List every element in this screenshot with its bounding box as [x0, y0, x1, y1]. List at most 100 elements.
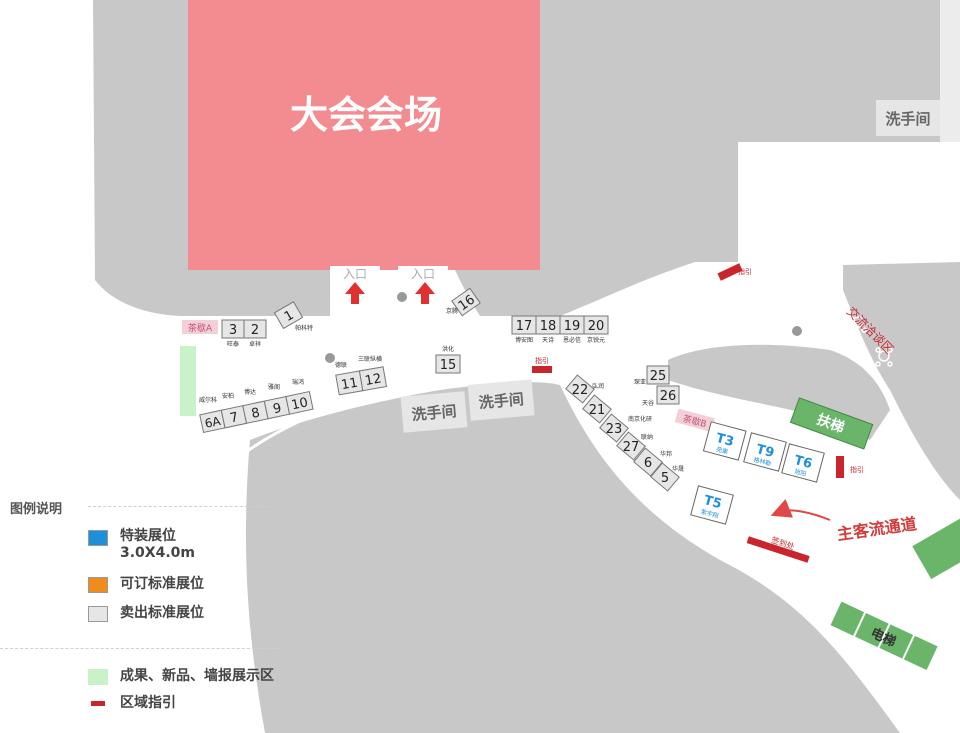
booth-t3[interactable] [702, 421, 747, 461]
booth-5-id: 5 [661, 471, 669, 486]
booth-t6[interactable] [781, 443, 825, 483]
main-flow-arrow [770, 499, 831, 521]
legend-available-label: 可订标准展位 [120, 576, 204, 592]
booth-23-id: 23 [606, 422, 623, 437]
booth-18-name: 天诗 [542, 336, 554, 344]
booth-group-top-left: 3 旺泰 2 卓祥 1 帕科特 [221, 301, 313, 348]
booth-12[interactable] [358, 366, 388, 392]
legend-guide: 区域指引 [88, 695, 176, 712]
booth-7-id: 7 [229, 410, 240, 426]
booth-12-id: 12 [364, 371, 383, 389]
legend-sold-swatch [88, 605, 108, 622]
booth-row-right-diagonal: 22 21 23 27 6 5 [565, 374, 680, 492]
booth-23[interactable] [599, 413, 629, 443]
legend-divider-top [88, 506, 268, 507]
pillar-2 [325, 353, 335, 363]
booth-2-id: 2 [251, 323, 259, 338]
booth-6[interactable] [633, 447, 663, 477]
booth-3-id: 3 [229, 323, 237, 338]
booth-3-name: 旺泰 [227, 340, 239, 348]
booth-t5-id: T5 [702, 493, 723, 512]
legend-available: 可订标准展位 [88, 576, 204, 593]
entrance-left[interactable] [330, 266, 380, 280]
booth-9-name: 雅阁 [268, 383, 280, 391]
booth-10[interactable] [285, 390, 314, 415]
legend-available-swatch [88, 576, 108, 593]
booth-23-name: 南京化研 [628, 415, 652, 423]
booth-26-id: 26 [660, 389, 677, 404]
main-hall[interactable] [188, 0, 540, 270]
tea-area-a-label: 茶歇A [188, 322, 213, 334]
walkway-curve [234, 371, 561, 462]
restroom-center-a[interactable] [400, 391, 468, 433]
booth-t3-id: T3 [714, 431, 735, 450]
booth-16[interactable] [451, 287, 481, 317]
booth-27-name: 联纳 [641, 433, 653, 441]
booth-22-id: 22 [572, 383, 589, 398]
booth-16-name: 京腾 [446, 307, 458, 315]
escalator[interactable] [789, 397, 874, 450]
legend-divider-bottom [0, 648, 280, 649]
booth-6-name: 华邦 [660, 450, 672, 458]
booth-10-id: 10 [290, 395, 309, 413]
booth-t3-name: 苑果 [715, 445, 729, 456]
floor-right-block [843, 262, 960, 500]
booth-5[interactable] [650, 462, 680, 492]
elevator-bank-right[interactable] [909, 514, 960, 582]
lounge-tables [817, 275, 893, 367]
booth-11-name: 德联 [335, 361, 347, 369]
booth-6a-id: 6A [203, 414, 222, 431]
guide-sign-3[interactable] [836, 456, 844, 478]
entrance-right-label: 入口 [411, 267, 435, 281]
booth-2-name: 卓祥 [249, 340, 261, 348]
floor-left-wing [93, 0, 330, 316]
booth-15[interactable] [435, 354, 461, 374]
legend-title: 图例说明 [10, 502, 63, 517]
booth-20[interactable] [583, 315, 609, 335]
guide-sign-2[interactable] [532, 366, 552, 373]
booth-t6-id: T6 [793, 453, 814, 472]
tea-area-a[interactable] [182, 320, 218, 334]
booth-t5[interactable] [690, 485, 734, 525]
restroom-top-right-label: 洗手间 [885, 110, 930, 128]
entrance-arrow-left [345, 282, 365, 304]
booth-5-name: 华晟 [672, 465, 684, 473]
booth-7-name: 安柏 [222, 392, 234, 400]
entrance-left-label: 入口 [343, 267, 367, 281]
booth-19-id: 19 [564, 319, 581, 334]
entrance-right[interactable] [398, 266, 448, 280]
booth-2[interactable] [243, 319, 267, 339]
display-zone-left[interactable] [180, 346, 196, 416]
booth-1[interactable] [273, 301, 304, 330]
booth-t9[interactable] [743, 432, 787, 472]
restroom-center-b[interactable] [467, 379, 535, 421]
legend-special-swatch [88, 530, 108, 546]
floor-top-right-strip [940, 0, 960, 142]
floor-right-wing [455, 0, 940, 316]
booth-26-name: 天谷 [642, 399, 654, 407]
booth-t9-id: T9 [755, 442, 776, 461]
guide-sign-2-label: 指引 [535, 356, 549, 365]
booth-21[interactable] [582, 394, 612, 424]
booth-20-id: 20 [588, 319, 605, 334]
booth-19-name: 恩必信 [563, 336, 581, 344]
legend-sold: 卖出标准展位 [88, 605, 204, 622]
checkin-sign[interactable] [746, 536, 810, 563]
booth-8-id: 8 [250, 405, 261, 421]
booth-27[interactable] [616, 431, 646, 461]
booth-9-id: 9 [272, 401, 283, 417]
booth-27-id: 27 [623, 440, 640, 455]
booth-t6-name: 旭阳 [794, 467, 808, 478]
guide-sign-1[interactable] [717, 263, 743, 281]
booth-25[interactable] [646, 365, 670, 385]
booth-row-17-20: 17 博安图 18 天诗 19 恩必信 20 京锐元 [511, 315, 609, 344]
restroom-top-right[interactable] [876, 100, 940, 136]
booth-26[interactable] [656, 385, 680, 405]
tea-area-b[interactable] [674, 408, 716, 432]
booth-17-name: 博安图 [515, 336, 533, 344]
booth-22[interactable] [565, 374, 595, 404]
legend-special-label: 特装展位 [120, 528, 176, 544]
booth-10-name: 瑞鸿 [292, 378, 304, 386]
booth-1-name: 帕科特 [295, 324, 313, 332]
